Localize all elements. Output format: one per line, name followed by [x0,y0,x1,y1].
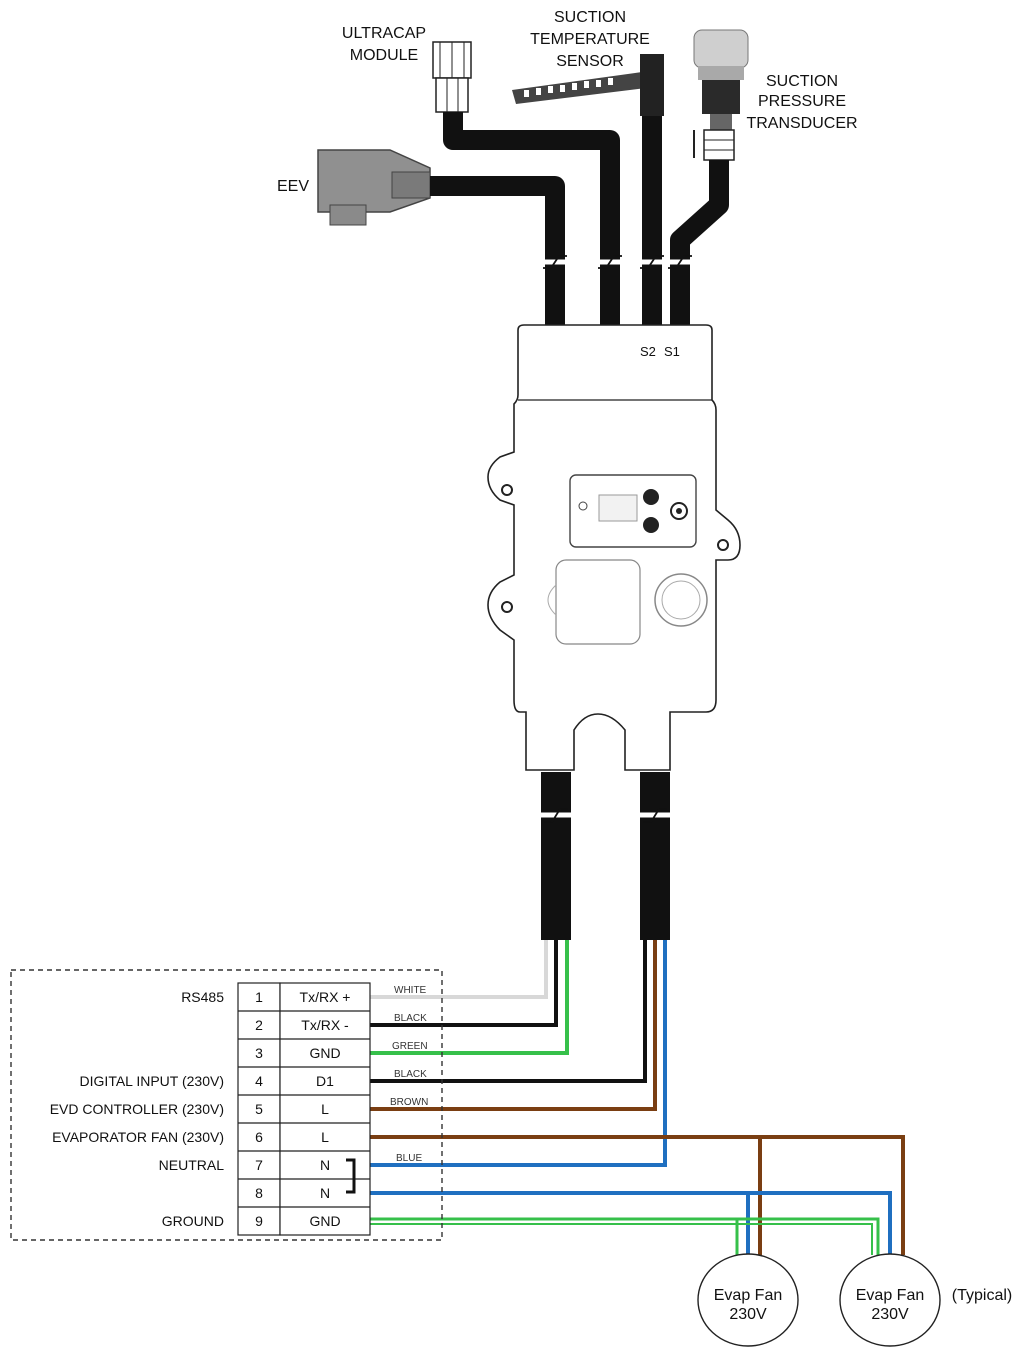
terminal-function-label: DIGITAL INPUT (230V) [80,1073,224,1089]
terminal-function-label: NEUTRAL [159,1157,225,1173]
typical-label: (Typical) [952,1287,1012,1304]
fan-2-line1: Evap Fan [856,1287,924,1304]
ultracap-connector [432,41,472,113]
wire-label-5: BROWN [390,1097,428,1108]
terminal-number: 8 [255,1185,263,1201]
colored-wires [370,940,905,1255]
ultracap-label-line1: ULTRACAP [342,25,426,42]
suction-pressure-label-line3: TRANSDUCER [746,115,857,132]
terminal-signal: Tx/RX - [301,1017,349,1033]
break-marks-top [543,255,692,269]
terminal-function-label: EVD CONTROLLER (230V) [50,1101,224,1117]
eev-label: EEV [277,178,309,195]
terminal-signal: GND [309,1045,340,1061]
fan-1-line2: 230V [729,1306,767,1323]
wire-label-3: GREEN [392,1041,428,1052]
terminal-signal: Tx/RX + [300,989,351,1005]
evap-fan-1: Evap Fan 230V [697,1253,799,1347]
terminal-signal: N [320,1185,330,1201]
terminal-number: 1 [255,989,263,1005]
wire-label-1: WHITE [394,985,427,996]
fan-1-line1: Evap Fan [714,1287,782,1304]
terminal-signal: N [320,1157,330,1173]
terminal-function-label: EVAPORATOR FAN (230V) [52,1129,224,1145]
terminal-number: 9 [255,1213,263,1229]
terminal-number: 4 [255,1073,263,1089]
eev-coil [317,149,431,226]
suction-pressure-transducer [693,29,749,161]
suction-temp-label-line2: TEMPERATURE [530,31,650,48]
evap-fan-2: Evap Fan 230V [839,1253,941,1347]
terminal-signal: GND [309,1213,340,1229]
terminal-number: 2 [255,1017,263,1033]
terminal-signal: D1 [316,1073,334,1089]
suction-temp-label-line3: SENSOR [556,53,624,70]
upper-cables [430,112,729,325]
wire-label-4: BLACK [394,1069,427,1080]
terminal-function-label: RS485 [181,989,224,1005]
wire-label-2: BLACK [394,1013,427,1024]
suction-temperature-sensor [512,54,664,116]
terminal-number: 6 [255,1129,263,1145]
fan-2-line2: 230V [871,1306,909,1323]
controller-housing [487,324,741,771]
probe-label-s2: S2 [640,344,656,359]
probe-label-s1: S1 [664,344,680,359]
terminal-number: 5 [255,1101,263,1117]
neutral-bridge [346,1158,356,1194]
suction-pressure-label-line2: PRESSURE [758,93,846,110]
suction-temp-label-line1: SUCTION [554,9,626,26]
top-labels: ULTRACAP MODULE SUCTION TEMPERATURE SENS… [277,9,858,195]
terminal-function-label: GROUND [162,1213,224,1229]
terminal-number: 7 [255,1157,263,1173]
break-marks-bottom [544,808,667,823]
terminal-signal: L [321,1129,329,1145]
lower-cables [541,772,670,940]
ultracap-label-line2: MODULE [350,47,418,64]
wire-label-7: BLUE [396,1153,422,1164]
terminal-number: 3 [255,1045,263,1061]
terminal-signal: L [321,1101,329,1117]
suction-pressure-label-line1: SUCTION [766,73,838,90]
